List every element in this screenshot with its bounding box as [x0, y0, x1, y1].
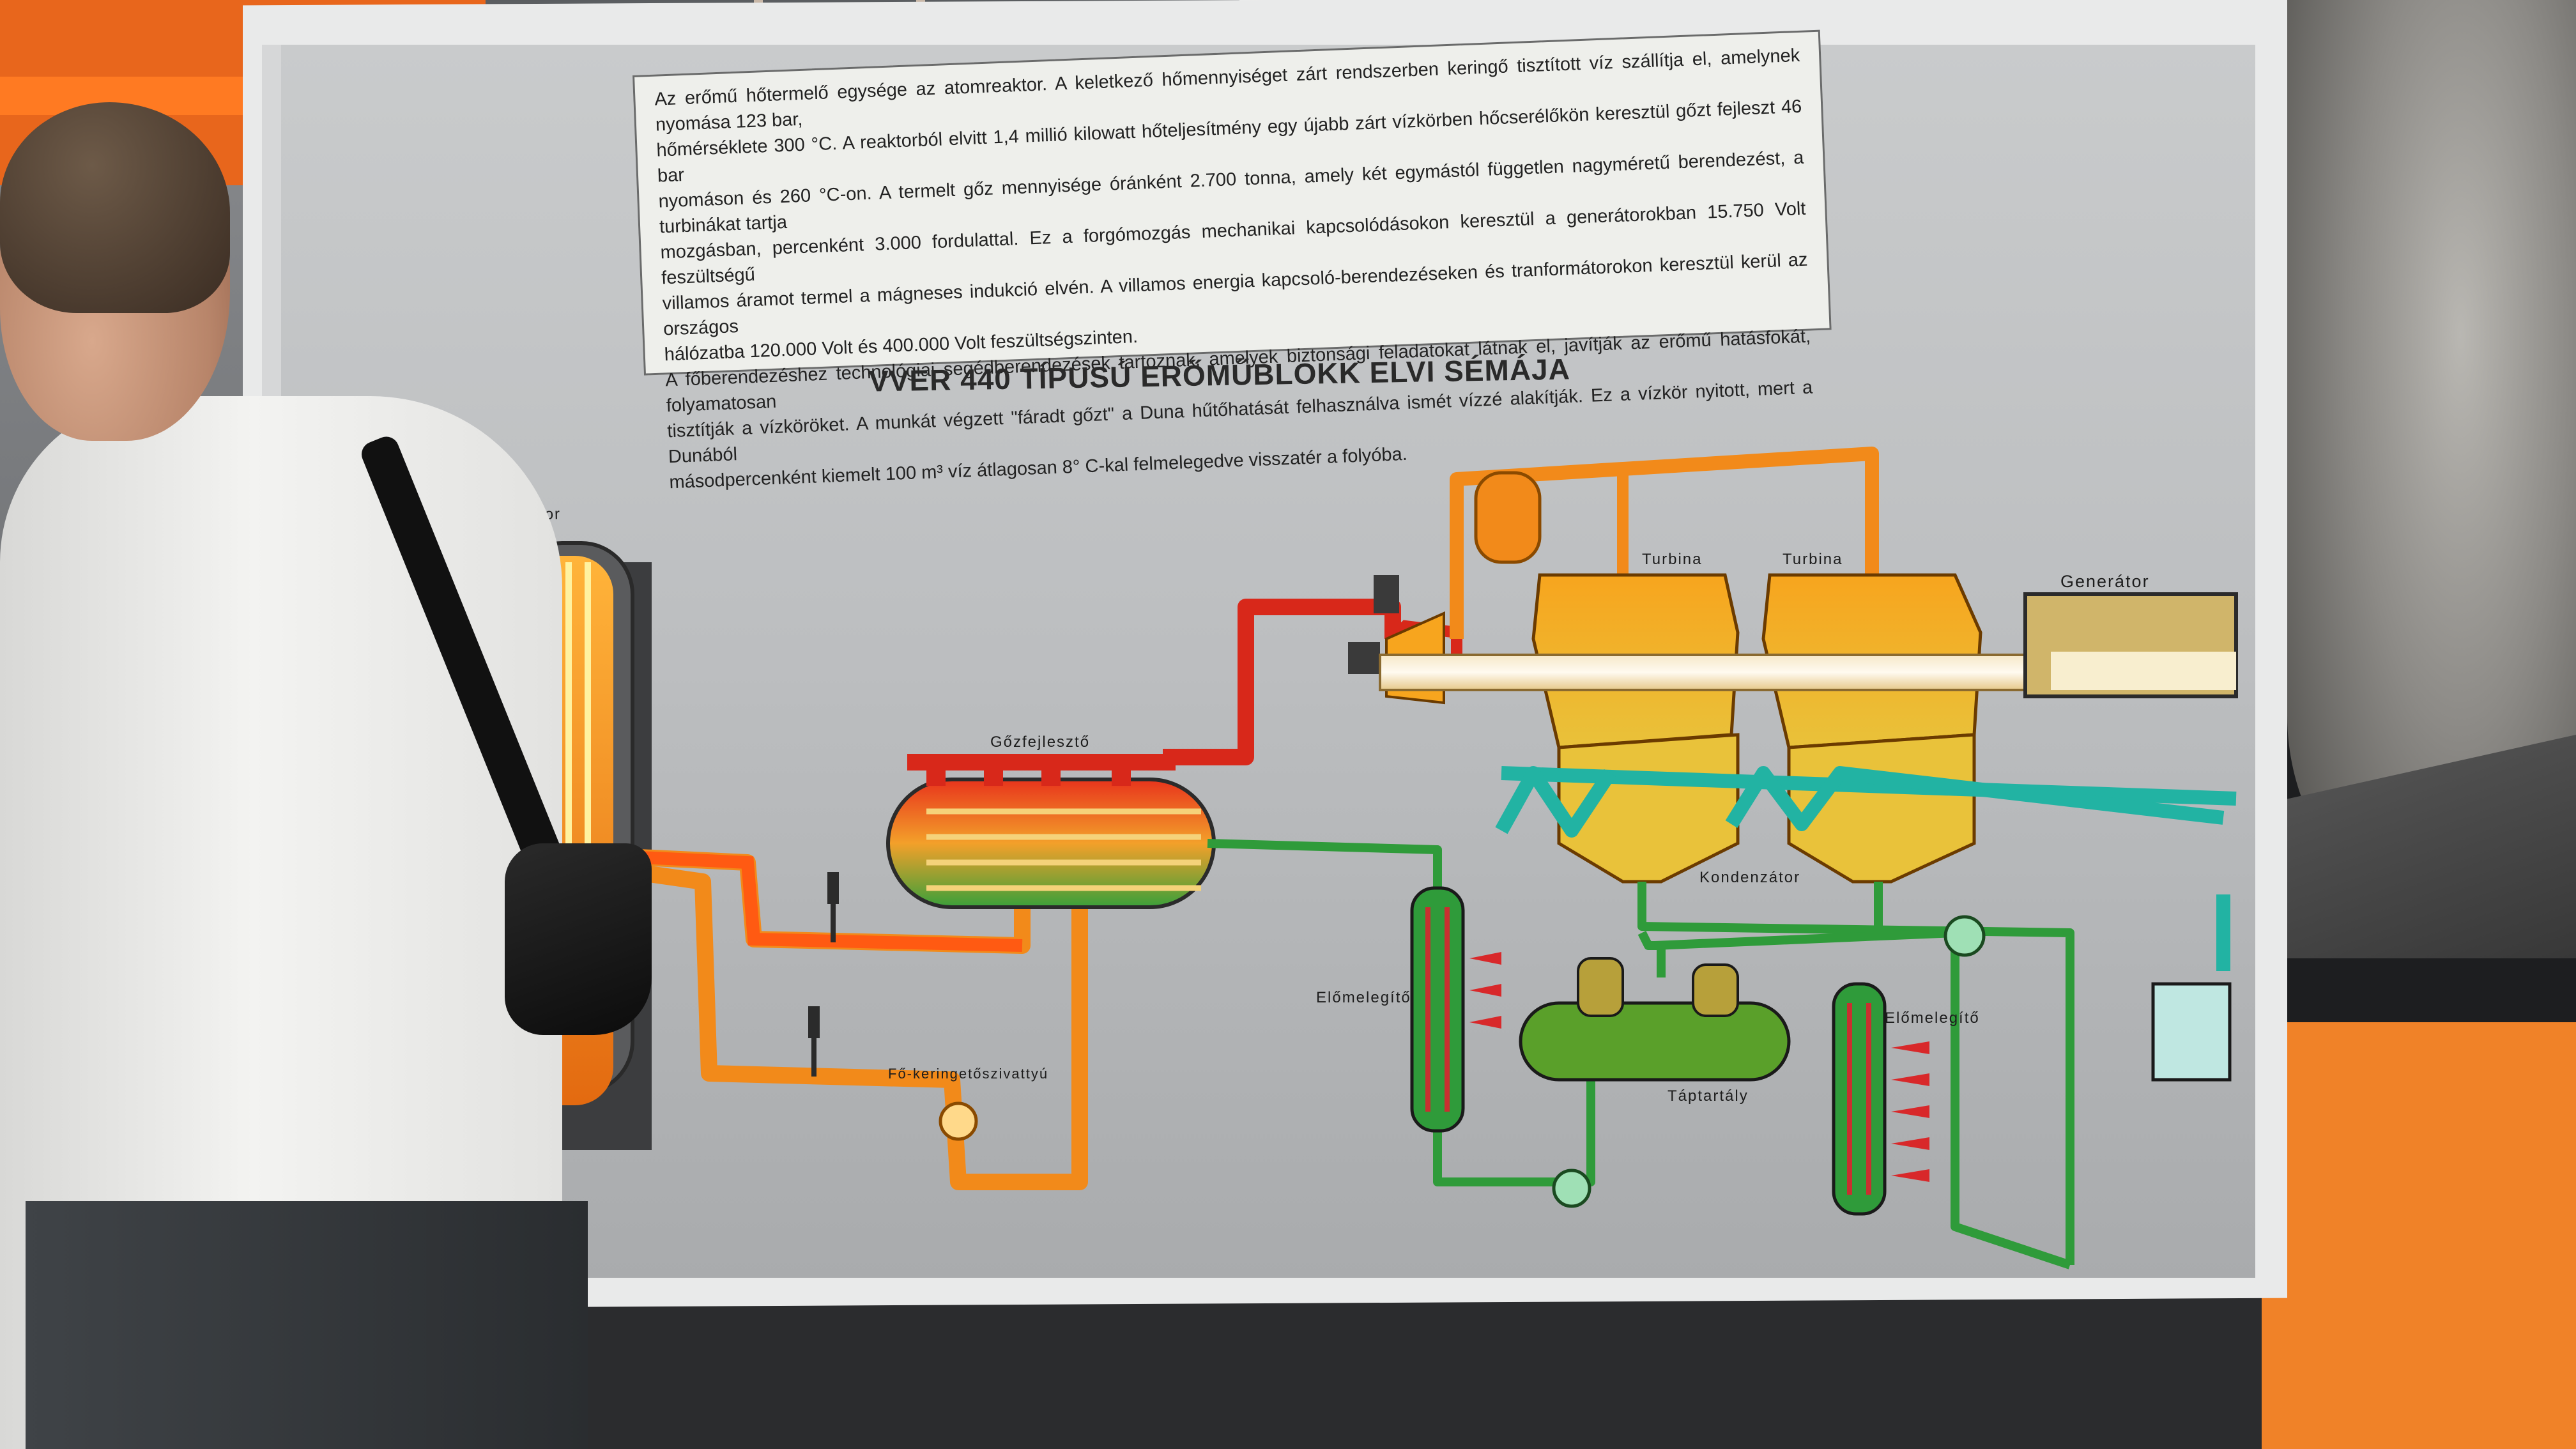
- shoulder-bag: [505, 843, 652, 1035]
- valve-icon: [808, 872, 839, 1077]
- label-feed-tank: Táptartály: [1667, 1087, 1749, 1105]
- pump-icon: [939, 1101, 978, 1141]
- label-turbine-2: Turbina: [1782, 551, 1843, 568]
- preheater-2: [1832, 982, 1929, 1216]
- label-turbine-1: Turbina: [1642, 551, 1703, 568]
- orange-panel: [2262, 1022, 2576, 1449]
- generator: [2023, 592, 2238, 698]
- label-main-pump: Fő-keringetőszivattyú: [888, 1066, 1049, 1082]
- primary-hot-leg: [613, 850, 1023, 952]
- turbine-1: [1385, 573, 1740, 884]
- control-valve-icon: [1348, 575, 1399, 674]
- cooling-water-loop: [1495, 766, 2237, 971]
- label-condenser: Kondenzátor: [1699, 869, 1801, 886]
- turbine-2: [1761, 573, 1982, 884]
- person-hair: [0, 102, 230, 313]
- cooling-tank: [2151, 982, 2232, 1082]
- label-generator: Generátor: [2060, 572, 2150, 591]
- person-jeans: [26, 1201, 588, 1449]
- label-preheater-2: Előmelegítő: [1885, 1009, 1980, 1027]
- feed-water-loop: [1207, 839, 2074, 1269]
- preheater-1: [1410, 886, 1501, 1133]
- label-preheater-1: Előmelegítő: [1316, 989, 1411, 1006]
- separator-reheater: [1474, 471, 1542, 564]
- feed-pump-icon: [1552, 1169, 1591, 1208]
- reheat-loop: [1450, 447, 1879, 639]
- feed-tank: [1519, 957, 1791, 1082]
- condensate-pump-icon: [1943, 915, 1986, 957]
- steam-generator: [886, 754, 1216, 909]
- label-steam-generator: Gőzfejlesztő: [990, 733, 1091, 751]
- steam-line: [1163, 599, 1401, 765]
